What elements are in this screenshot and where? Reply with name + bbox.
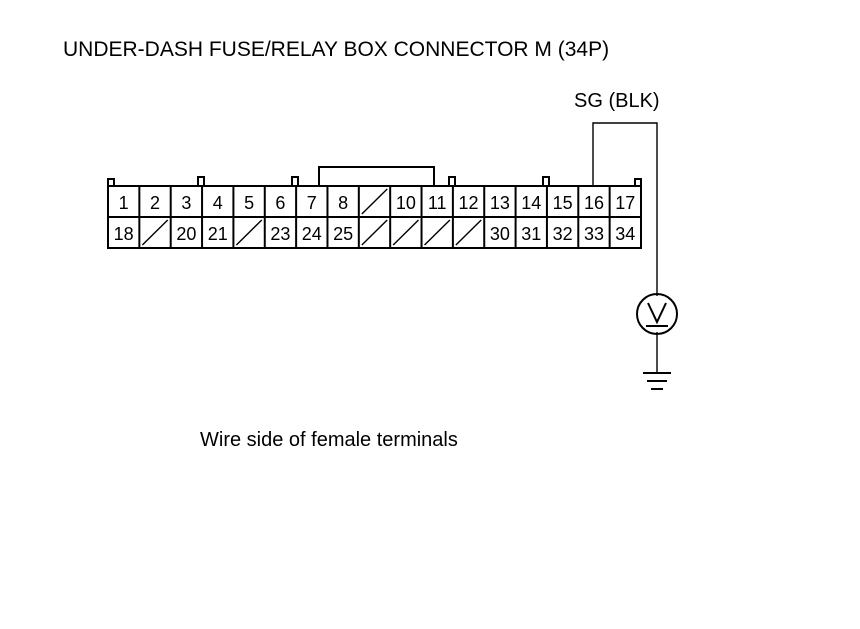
terminal-24: 24: [302, 224, 322, 244]
voltmeter-icon: [636, 293, 678, 335]
unused-terminal-slash: [361, 188, 388, 215]
terminal-32: 32: [553, 224, 573, 244]
unused-terminal-slash: [361, 219, 388, 246]
terminal-18: 18: [114, 224, 134, 244]
terminal-1: 1: [119, 193, 129, 213]
terminal-15: 15: [553, 193, 573, 213]
probe-wire: [592, 122, 658, 372]
terminal-13: 13: [490, 193, 510, 213]
terminal-10: 10: [396, 193, 416, 213]
terminal-17: 17: [615, 193, 635, 213]
terminal-33: 33: [584, 224, 604, 244]
terminal-25: 25: [333, 224, 353, 244]
terminal-16: 16: [584, 193, 604, 213]
terminal-21: 21: [208, 224, 228, 244]
terminal-8: 8: [338, 193, 348, 213]
connector-housing: [107, 166, 642, 249]
unused-terminal-slash: [235, 219, 263, 246]
terminal-31: 31: [521, 224, 541, 244]
terminal-5: 5: [244, 193, 254, 213]
unused-terminal-slash: [141, 219, 169, 246]
terminal-23: 23: [270, 224, 290, 244]
terminal-20: 20: [176, 224, 196, 244]
cell-dividers: [138, 186, 611, 248]
ground-icon: [643, 372, 671, 390]
terminal-34: 34: [615, 224, 635, 244]
terminal-7: 7: [307, 193, 317, 213]
diagram-title: UNDER-DASH FUSE/RELAY BOX CONNECTOR M (3…: [63, 38, 609, 61]
terminal-4: 4: [213, 193, 223, 213]
probe-label: SG (BLK): [574, 90, 660, 112]
terminal-30: 30: [490, 224, 510, 244]
terminal-11: 11: [428, 193, 447, 213]
terminal-12: 12: [459, 193, 479, 213]
terminal-2: 2: [150, 193, 160, 213]
terminal-3: 3: [181, 193, 191, 213]
unused-terminal-slash: [455, 219, 482, 246]
unused-terminal-slash: [424, 219, 451, 246]
terminal-14: 14: [521, 193, 541, 213]
terminal-6: 6: [275, 193, 285, 213]
diagram-caption: Wire side of female terminals: [200, 429, 458, 451]
unused-terminal-slash: [392, 219, 420, 246]
